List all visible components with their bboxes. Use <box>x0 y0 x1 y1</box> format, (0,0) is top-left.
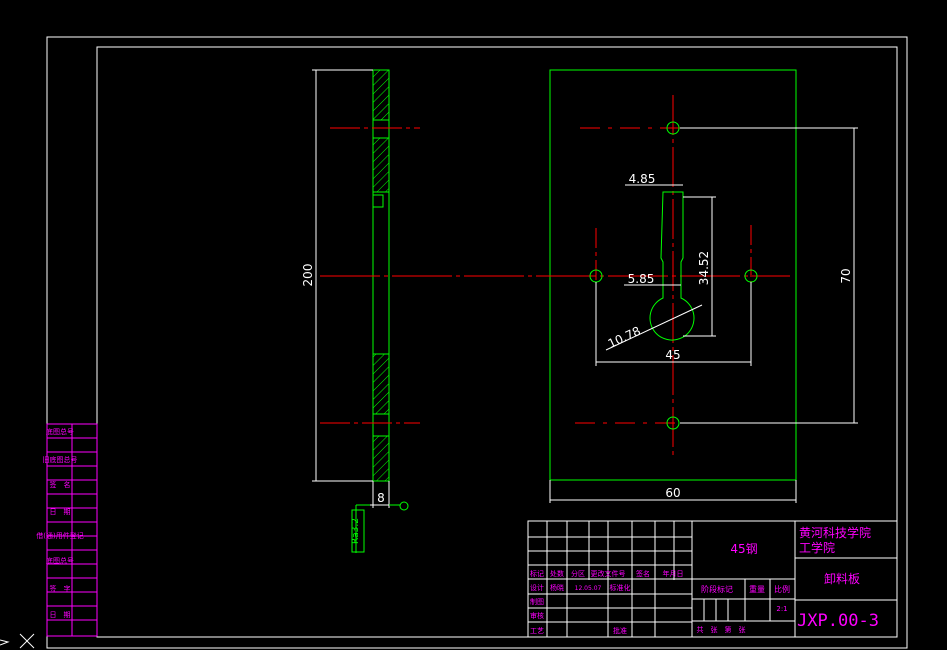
dim-8-label: 8 <box>377 491 385 505</box>
side-slot-notch <box>373 194 384 208</box>
tb-drawing-number: JXP.00-3 <box>797 611 879 631</box>
hatch-top <box>372 69 390 121</box>
title-block: 标记 处数 分区 更改文件号 签名 年月日 设计 杨晓 12.05.07 标准化… <box>527 520 898 638</box>
dim-10-78-label: 10.78 <box>606 324 643 351</box>
dim-4-85-label: 4.85 <box>629 172 656 186</box>
tb-sheet-no: 第 <box>725 625 732 634</box>
dim-5-85-label: 5.85 <box>628 272 655 286</box>
dim-34-52-label: 34.52 <box>697 251 711 285</box>
side-row-6: 签 字 <box>50 584 71 593</box>
inner-frame <box>96 46 898 638</box>
tb-school-line2: 工学院 <box>799 540 835 555</box>
tb-date: 年月日 <box>663 569 684 578</box>
outer-frame <box>46 36 908 649</box>
tb-ratio: 比例 <box>774 584 790 594</box>
hole-bottom <box>666 416 680 430</box>
tb-check: 审核 <box>530 611 544 620</box>
tb-stage-mark: 阶段标记 <box>701 584 733 594</box>
tb-school-line1: 黄河科技学院 <box>799 525 871 540</box>
dim-45-label: 45 <box>665 348 680 362</box>
tb-change-doc: 更改文件号 <box>591 569 626 578</box>
roughness-leader <box>355 504 400 553</box>
tb-draw: 制图 <box>530 597 544 606</box>
tb-scale: 2:1 <box>776 605 787 613</box>
tb-signature: 签名 <box>636 569 650 578</box>
roughness-box <box>351 509 365 553</box>
tb-mark: 标记 <box>530 569 544 578</box>
dim-10-78-line <box>605 304 703 351</box>
tb-process: 工艺 <box>530 627 544 635</box>
side-row-7: 日 期 <box>50 611 71 619</box>
tb-sheet-label2: 张 <box>739 625 746 634</box>
tb-approve: 批准 <box>613 626 627 635</box>
dim-70-label: 70 <box>839 268 853 283</box>
tb-part-name: 卸料板 <box>824 571 860 586</box>
tb-sheet-label: 张 <box>711 625 718 634</box>
tb-count: 处数 <box>550 569 564 578</box>
front-plate-outline <box>549 69 797 481</box>
front-view[interactable]: 4.85 5.85 34.52 10.78 45 70 60 <box>320 69 858 503</box>
side-view[interactable]: 200 8 Ra3.2 <box>301 69 420 553</box>
tb-weight: 重量 <box>749 584 765 594</box>
roughness-label: Ra3.2 <box>351 518 361 544</box>
hatch-bottom <box>372 435 390 482</box>
side-row-5: 底图总号 <box>46 556 74 565</box>
side-row-2: 签 名 <box>50 480 71 489</box>
side-table: 底图总号 旧底图总号 签 名 日 期 借(通)用件登记 底图总号 签 字 日 期 <box>36 423 98 637</box>
tb-design: 设计 <box>530 583 544 592</box>
side-row-4: 借(通)用件登记 <box>36 531 83 540</box>
tb-standardize: 标准化 <box>610 583 631 592</box>
tb-designer: 杨晓 <box>550 583 564 592</box>
roughness-circle <box>399 501 409 511</box>
tb-zone: 分区 <box>571 569 585 578</box>
keyhole-slot <box>649 191 695 341</box>
ucs-icon <box>0 633 35 649</box>
tb-material: 45钢 <box>730 542 757 556</box>
hole-top <box>666 121 680 135</box>
side-row-0: 底图总号 <box>46 427 74 436</box>
side-row-1: 旧底图总号 <box>43 455 78 464</box>
dim-60-label: 60 <box>665 486 680 500</box>
tb-design-date: 12.05.07 <box>575 585 602 592</box>
dim-200-label: 200 <box>301 264 315 287</box>
hatch-lower <box>372 353 390 415</box>
tb-sheets-total: 共 <box>697 625 704 634</box>
hatch-upper <box>372 137 390 193</box>
side-row-3: 日 期 <box>50 508 71 516</box>
